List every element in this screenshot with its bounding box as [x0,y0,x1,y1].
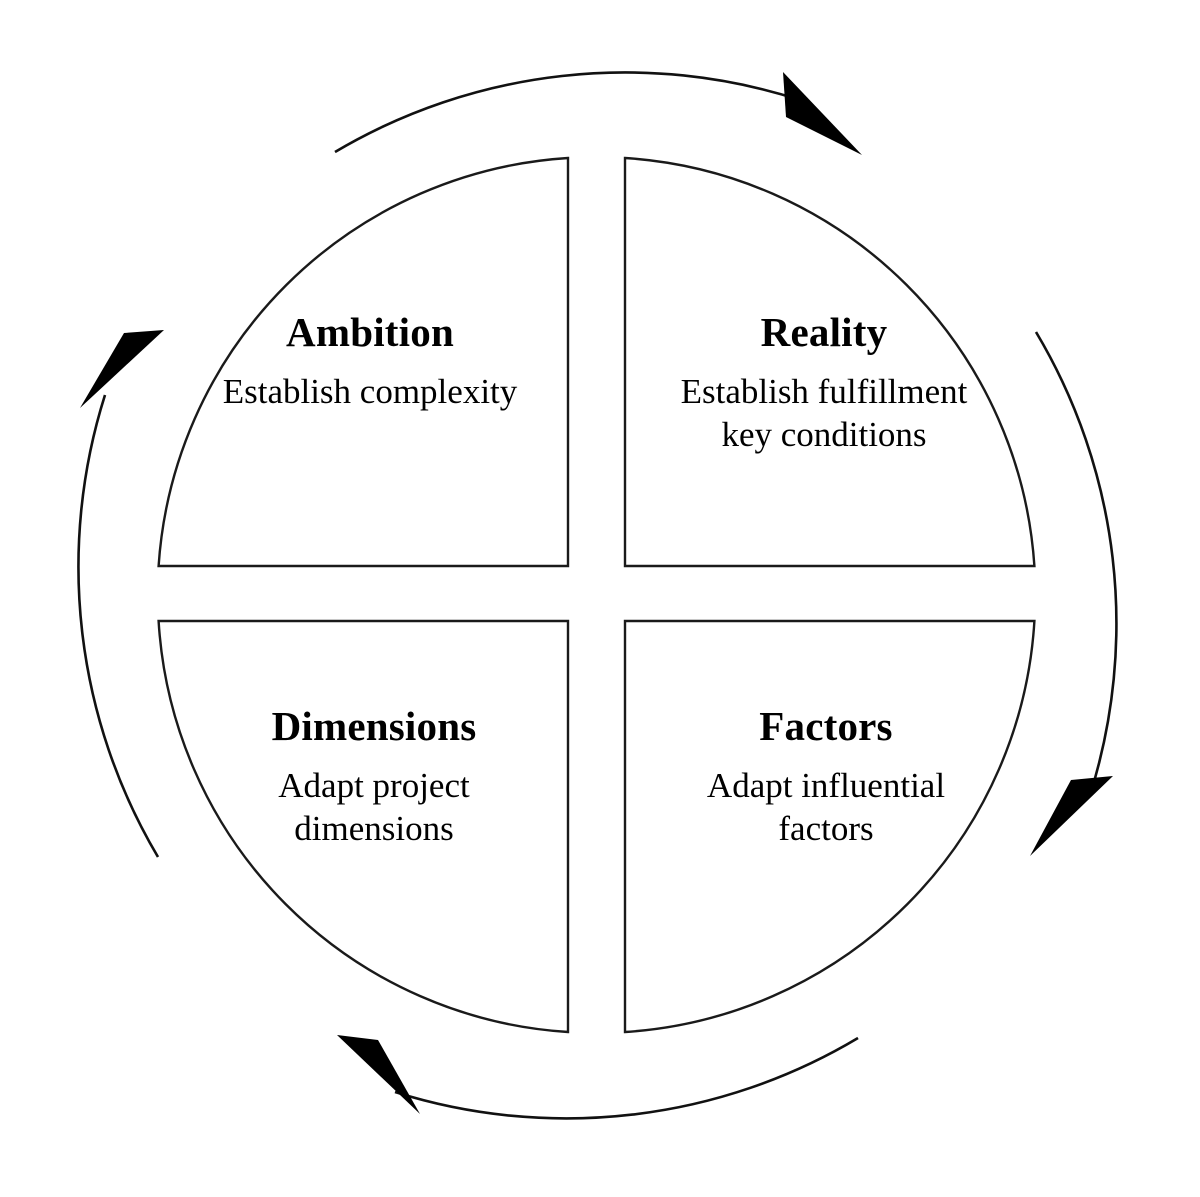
quadrant-shape-dimensions[interactable] [157,619,570,1034]
arrow-head-top-icon [783,72,862,155]
quadrant-label-dimensions[interactable]: Dimensions Adapt project dimensions [184,706,564,850]
quadrant-label-factors[interactable]: Factors Adapt influential factors [636,706,1016,850]
quadrant-title-ambition: Ambition [286,309,454,355]
arrow-head-bottom-icon [337,1035,420,1114]
cycle-arc-left [77,394,160,858]
quadrant-shape-reality[interactable] [623,156,1036,568]
quadrant-description-reality-line-1: Establish fulfillment [680,372,968,411]
cycle-arc-right [1034,331,1118,796]
quadrant-description-factors-line-2: factors [778,808,874,848]
quadrant-shape-ambition[interactable] [157,156,570,568]
quadrant-title-reality: Reality [760,309,888,355]
cycle-arc-bottom [394,1036,859,1120]
arrow-head-left-icon [80,330,164,408]
quadrant-description-ambition-line-1: Establish complexity [222,372,518,411]
quadrant-description-factors-line-1: Adapt influential [706,766,946,805]
quadrant-label-reality[interactable]: Reality Establish fulfillment key condit… [634,312,1014,456]
quadrant-label-ambition[interactable]: Ambition Establish complexity [180,312,560,414]
quadrant-description-dimensions-line-1: Adapt project [278,766,470,805]
quadrant-description-reality-line-2: key conditions [721,414,927,454]
arrow-head-right-icon [1030,776,1113,856]
quadrant-title-factors: Factors [759,703,893,749]
quadrant-description-dimensions-line-2: dimensions [294,808,454,848]
cycle-arc-top [334,71,801,154]
quadrant-title-dimensions: Dimensions [271,703,477,749]
quadrant-shape-factors[interactable] [623,619,1036,1034]
